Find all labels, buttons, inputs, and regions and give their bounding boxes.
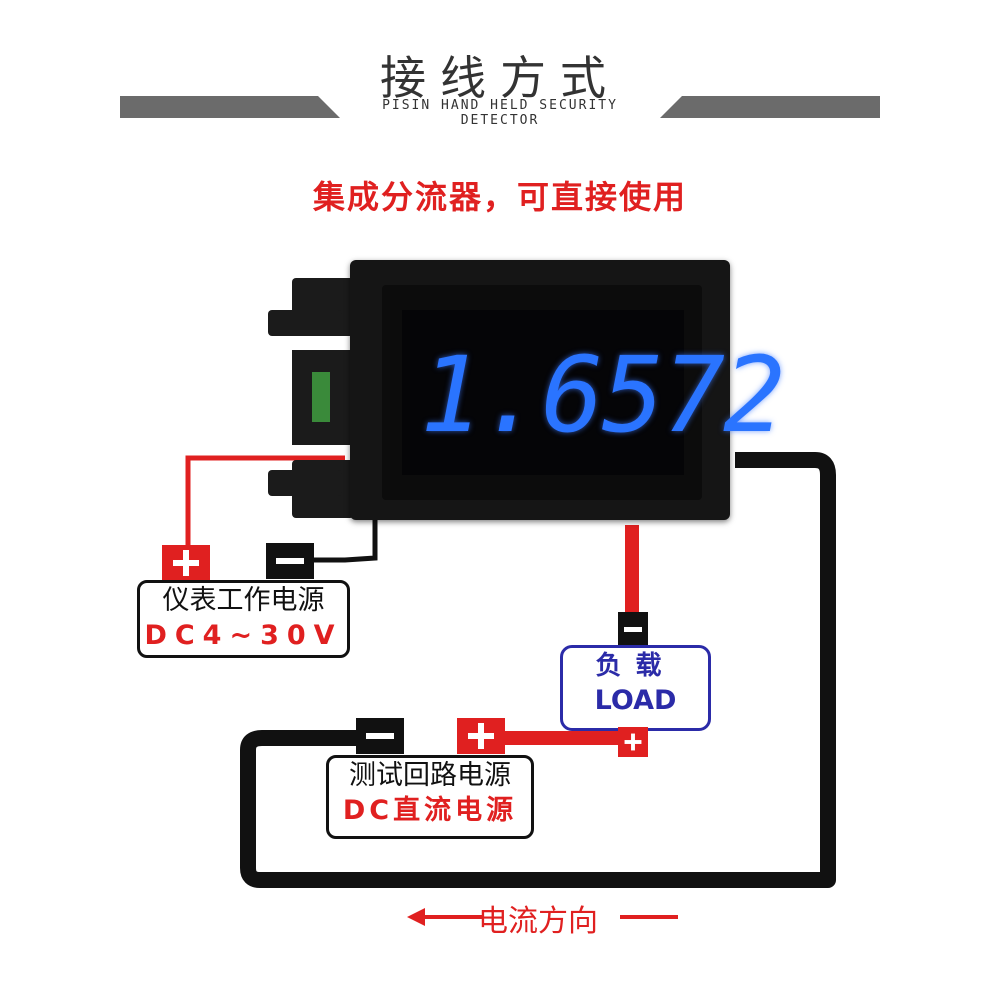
meter-side-label: [312, 372, 330, 422]
minus-icon: [624, 626, 642, 632]
plus-icon: [468, 723, 494, 749]
meter-display-window: [402, 310, 684, 475]
power-positive-terminal: [162, 545, 210, 581]
header-band-right: [660, 96, 880, 118]
test-supply-box: 测试回路电源 DC直流电源: [326, 755, 534, 839]
load-label: 负载: [595, 651, 676, 681]
header-band-left: [120, 96, 340, 118]
test-negative-terminal: [356, 718, 404, 754]
header-subtitle: PISIN HAND HELD SECURITY DETECTOR: [382, 98, 618, 128]
minus-icon: [366, 733, 394, 739]
test-supply-type: DC直流电源: [342, 795, 518, 826]
loop-negative-wire: [240, 452, 836, 888]
power-negative-terminal: [266, 543, 314, 579]
power-supply-voltage: DC4~30V: [144, 620, 343, 651]
power-positive-wire: [185, 455, 345, 560]
meter-clip-tab-top: [268, 310, 342, 336]
test-positive-terminal: [457, 718, 505, 754]
arrow-left-icon: [407, 908, 483, 926]
plus-icon: [624, 733, 642, 751]
power-negative-wire: [292, 520, 378, 563]
load-box: 负载 LOAD: [560, 645, 711, 731]
arrow-tail-line: [620, 915, 678, 919]
meter-clip-tab-bottom: [268, 470, 342, 496]
power-supply-label: 仪表工作电源: [162, 585, 325, 616]
load-negative-terminal: [618, 612, 648, 646]
tagline: 集成分流器，可直接使用: [312, 178, 687, 216]
load-positive-terminal: [618, 727, 648, 757]
section-title: 接线方式: [380, 51, 620, 105]
load-english-label: LOAD: [594, 685, 677, 716]
meter-reading: 1.6572: [420, 334, 786, 456]
power-supply-box: 仪表工作电源 DC4~30V: [137, 580, 350, 658]
minus-icon: [276, 558, 304, 564]
test-supply-label: 测试回路电源: [349, 760, 511, 791]
current-direction-label: 电流方向: [478, 904, 598, 939]
plus-icon: [173, 550, 199, 576]
